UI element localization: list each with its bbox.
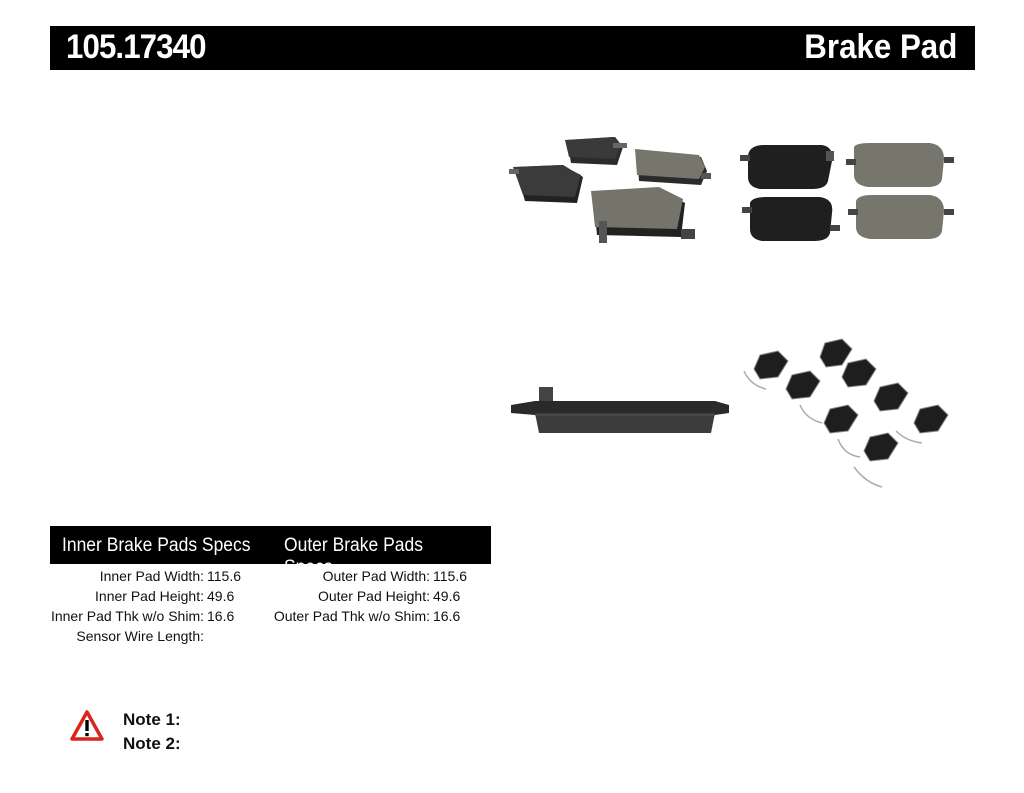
spec-value: 49.6 bbox=[207, 588, 235, 604]
spec-value: 49.6 bbox=[433, 588, 461, 604]
spec-label: Outer Pad Width: bbox=[322, 568, 430, 584]
inner-specs-heading: Inner Brake Pads Specs bbox=[62, 535, 251, 556]
pad-friction-top bbox=[846, 143, 954, 187]
pad-friction-bottom bbox=[848, 195, 954, 239]
inner-spec-value: 49.6 bbox=[207, 588, 267, 606]
hardware-clips-image bbox=[730, 305, 960, 520]
spec-label: Inner Pad Height: bbox=[95, 588, 204, 604]
spec-label: Sensor Wire Length: bbox=[76, 628, 204, 644]
pad-backing-top bbox=[740, 145, 834, 189]
outer-spec-value: 115.6 bbox=[433, 568, 488, 586]
outer-specs-heading: Outer Brake Pads Specs bbox=[284, 535, 423, 578]
note-2-label: Note 2: bbox=[123, 734, 181, 753]
spec-label: Outer Pad Height: bbox=[317, 588, 430, 604]
inner-spec-value: 16.6 bbox=[207, 608, 267, 626]
inner-spec-value bbox=[207, 628, 267, 646]
outer-spec-row: Outer Pad Width: bbox=[270, 568, 430, 586]
spec-value: 16.6 bbox=[433, 608, 461, 624]
spec-value: 115.6 bbox=[207, 568, 241, 584]
specs-header: Inner Brake Pads Specs Outer Brake Pads … bbox=[50, 526, 491, 578]
outer-spec-row: Outer Pad Thk w/o Shim: bbox=[270, 608, 430, 626]
spec-value: 16.6 bbox=[207, 608, 235, 624]
outer-spec-value: 49.6 bbox=[433, 588, 488, 606]
brake-pad-profile-image bbox=[505, 305, 735, 520]
spec-label: Inner Pad Thk w/o Shim: bbox=[50, 608, 204, 624]
inner-spec-row: Inner Pad Height: bbox=[50, 588, 204, 606]
warning-icon bbox=[70, 710, 104, 742]
spec-label: Outer Pad Thk w/o Shim: bbox=[273, 608, 430, 624]
specs-table: Inner Brake Pads Specs Outer Brake Pads … bbox=[50, 526, 491, 578]
spec-label: Inner Pad Width: bbox=[99, 568, 204, 584]
pad-front-left bbox=[509, 165, 583, 203]
document-title: Brake Pad bbox=[803, 28, 957, 66]
pad-rear-right bbox=[635, 149, 711, 185]
outer-spec-row: Outer Pad Height: bbox=[270, 588, 430, 606]
inner-spec-row: Sensor Wire Length: bbox=[50, 628, 204, 646]
inner-spec-row: Inner Pad Width: bbox=[50, 568, 204, 586]
inner-spec-row: Inner Pad Thk w/o Shim: bbox=[50, 608, 204, 626]
brake-pads-front-back-image bbox=[730, 85, 960, 300]
outer-spec-value: 16.6 bbox=[433, 608, 488, 626]
part-number: 105.17340 bbox=[66, 28, 207, 66]
header-bar: 105.17340 Brake Pad bbox=[50, 26, 975, 70]
spec-value: 115.6 bbox=[433, 568, 467, 584]
pad-rear-left bbox=[565, 137, 627, 165]
brake-pads-set-image bbox=[505, 85, 730, 300]
pad-backing-bottom bbox=[742, 197, 840, 241]
inner-spec-value: 115.6 bbox=[207, 568, 267, 586]
note-1-label: Note 1: bbox=[123, 710, 181, 729]
pad-front-right bbox=[591, 187, 695, 243]
